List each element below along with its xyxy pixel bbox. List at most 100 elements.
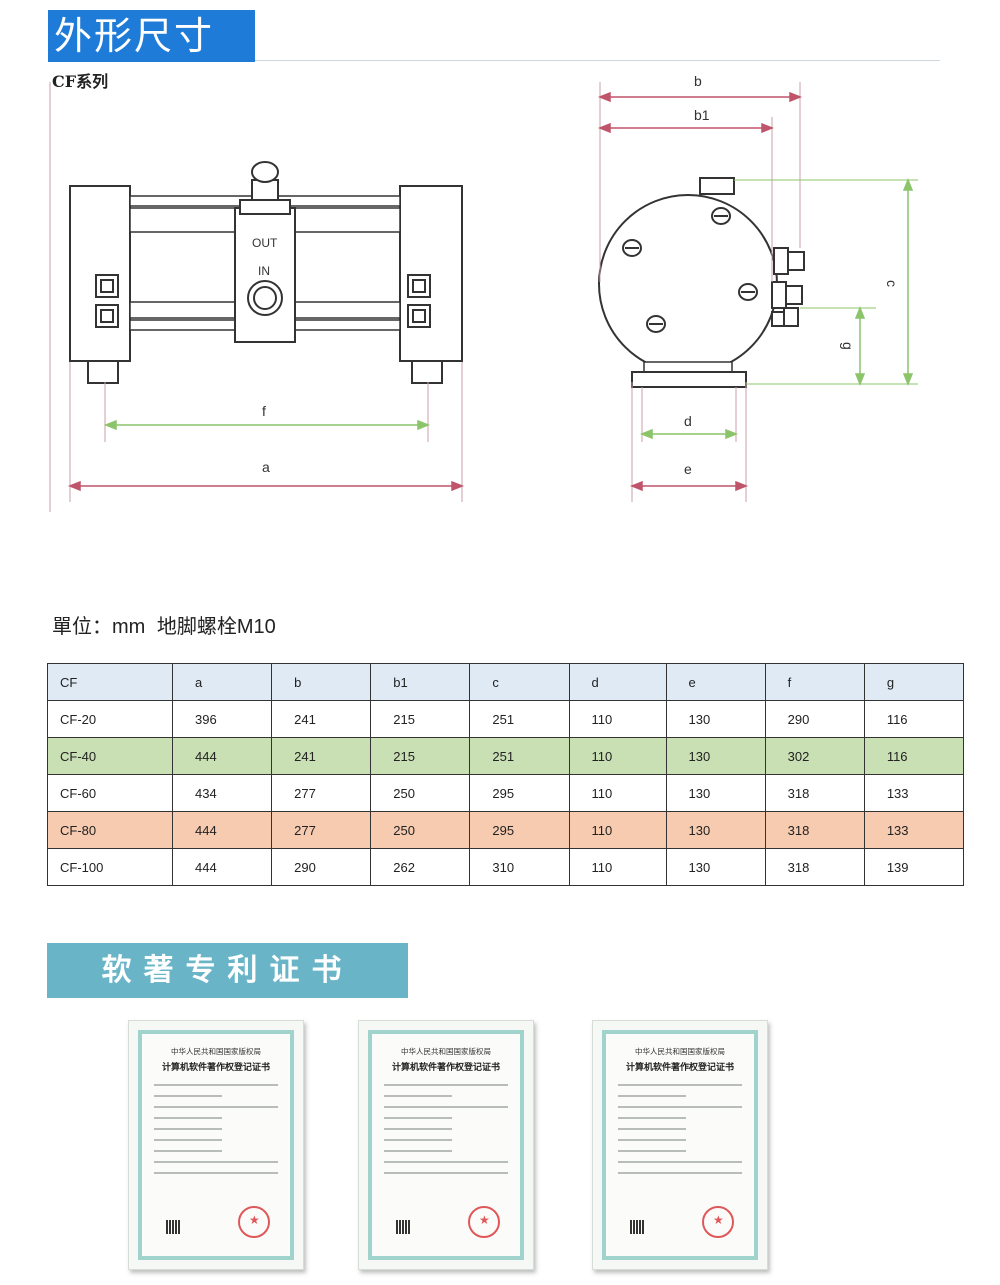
table-cell: 262 <box>370 848 471 886</box>
left-end-block <box>69 185 131 362</box>
table-cell: CF-40 <box>47 737 173 775</box>
label-c: c <box>884 280 900 287</box>
col-header-c: c <box>469 663 570 701</box>
front-and-side-view-drawing: OUT IN f a <box>49 73 918 512</box>
table-cell: 251 <box>469 700 570 738</box>
table-cell: 290 <box>764 700 865 738</box>
table-row: CF-60 434 277 250 295 110 130 318 133 <box>47 774 965 812</box>
table-cell: 444 <box>171 848 273 886</box>
col-header-cf: CF <box>47 663 173 701</box>
certificates-banner: 软著专利证书 <box>47 943 408 998</box>
top-knob <box>251 161 279 183</box>
table-cell: 133 <box>863 811 965 849</box>
table-cell: 318 <box>764 848 865 886</box>
dimension-g <box>854 305 866 387</box>
dimension-b <box>597 91 803 103</box>
table-cell: 130 <box>665 700 766 738</box>
col-header-e: e <box>665 663 766 701</box>
front-view <box>69 161 463 384</box>
in-label: IN <box>258 264 270 278</box>
certificate-image: 中华人民共和国国家版权局 计算机软件著作权登记证书 <box>592 1020 768 1270</box>
certificate-title: 计算机软件著作权登记证书 <box>625 1063 734 1073</box>
dimension-table: CF a b b1 c d e f g CF-20 396 241 215 25… <box>47 663 965 886</box>
table-cell: 318 <box>764 811 865 849</box>
certificate-issuer: 中华人民共和国国家版权局 <box>635 1047 725 1056</box>
dimension-diagram: OUT IN f a <box>48 62 938 512</box>
dimension-f <box>103 419 431 431</box>
table-cell: 110 <box>568 774 667 812</box>
table-cell: 215 <box>370 737 471 775</box>
label-b: b <box>694 73 702 89</box>
dimension-a <box>67 480 465 492</box>
table-row: CF-40 444 241 215 251 110 130 302 116 <box>47 737 965 775</box>
table-row: CF-20 396 241 215 251 110 130 290 116 <box>47 700 965 738</box>
unit-note: 單位：mm 地脚螺栓M10 <box>52 610 276 639</box>
table-cell: 130 <box>665 774 766 812</box>
top-fitting <box>239 199 291 215</box>
dimension-e <box>629 480 749 492</box>
table-cell: 110 <box>568 737 667 775</box>
right-foot <box>411 360 443 384</box>
col-header-b: b <box>271 663 372 701</box>
table-cell: 290 <box>271 848 372 886</box>
dimension-c <box>902 177 914 387</box>
certificate-issuer: 中华人民共和国国家版权局 <box>401 1047 491 1056</box>
col-header-f: f <box>764 663 865 701</box>
label-b1: b1 <box>694 107 710 123</box>
table-cell: 133 <box>863 774 965 812</box>
qr-code-icon <box>166 1220 180 1234</box>
certificate-title: 计算机软件著作权登记证书 <box>161 1063 270 1073</box>
certificate-issuer: 中华人民共和国国家版权局 <box>171 1047 261 1056</box>
label-e: e <box>684 461 692 477</box>
table-cell: 295 <box>469 811 570 849</box>
table-cell: 277 <box>271 811 372 849</box>
seal-icon <box>702 1206 734 1238</box>
table-cell: 241 <box>271 700 372 738</box>
table-cell: 396 <box>171 700 273 738</box>
table-cell: CF-20 <box>47 700 173 738</box>
col-header-d: d <box>568 663 667 701</box>
label-g: g <box>840 342 856 350</box>
dimension-d <box>639 428 739 440</box>
right-end-block <box>399 185 463 362</box>
certificate-image: 中华人民共和国国家版权局 计算机软件著作权登记证书 <box>128 1020 304 1270</box>
certificate-title: 计算机软件著作权登记证书 <box>391 1063 500 1073</box>
side-base <box>631 371 747 388</box>
table-cell: 434 <box>171 774 273 812</box>
table-cell: 215 <box>370 700 471 738</box>
table-cell: 116 <box>863 737 965 775</box>
seal-icon <box>468 1206 500 1238</box>
col-header-b1: b1 <box>370 663 471 701</box>
table-cell: 139 <box>863 848 965 886</box>
table-cell: 444 <box>171 811 273 849</box>
label-a: a <box>262 459 270 475</box>
label-d: d <box>684 413 692 429</box>
table-cell: 130 <box>665 848 766 886</box>
label-f: f <box>262 403 266 419</box>
table-cell: 116 <box>863 700 965 738</box>
table-cell: CF-80 <box>47 811 173 849</box>
col-header-g: g <box>863 663 965 701</box>
table-cell: 110 <box>568 700 667 738</box>
seal-icon <box>238 1206 270 1238</box>
table-cell: 130 <box>665 811 766 849</box>
left-foot <box>87 360 119 384</box>
qr-code-icon <box>630 1220 644 1234</box>
certificate-image: 中华人民共和国国家版权局 计算机软件著作权登记证书 <box>358 1020 534 1270</box>
page-title: 外形尺寸 <box>48 10 255 62</box>
table-cell: 250 <box>370 774 471 812</box>
table-cell: CF-60 <box>47 774 173 812</box>
table-cell: 110 <box>568 848 667 886</box>
table-cell: 251 <box>469 737 570 775</box>
series-label: CF系列 <box>52 72 109 91</box>
table-cell: 302 <box>764 737 865 775</box>
table-header-row: CF a b b1 c d e f g <box>47 663 965 701</box>
table-cell: 277 <box>271 774 372 812</box>
table-row: CF-100 444 290 262 310 110 130 318 139 <box>47 848 965 886</box>
table-cell: 444 <box>171 737 273 775</box>
table-cell: 130 <box>665 737 766 775</box>
table-cell: 241 <box>271 737 372 775</box>
table-row: CF-80 444 277 250 295 110 130 318 133 <box>47 811 965 849</box>
col-header-a: a <box>171 663 273 701</box>
qr-code-icon <box>396 1220 410 1234</box>
